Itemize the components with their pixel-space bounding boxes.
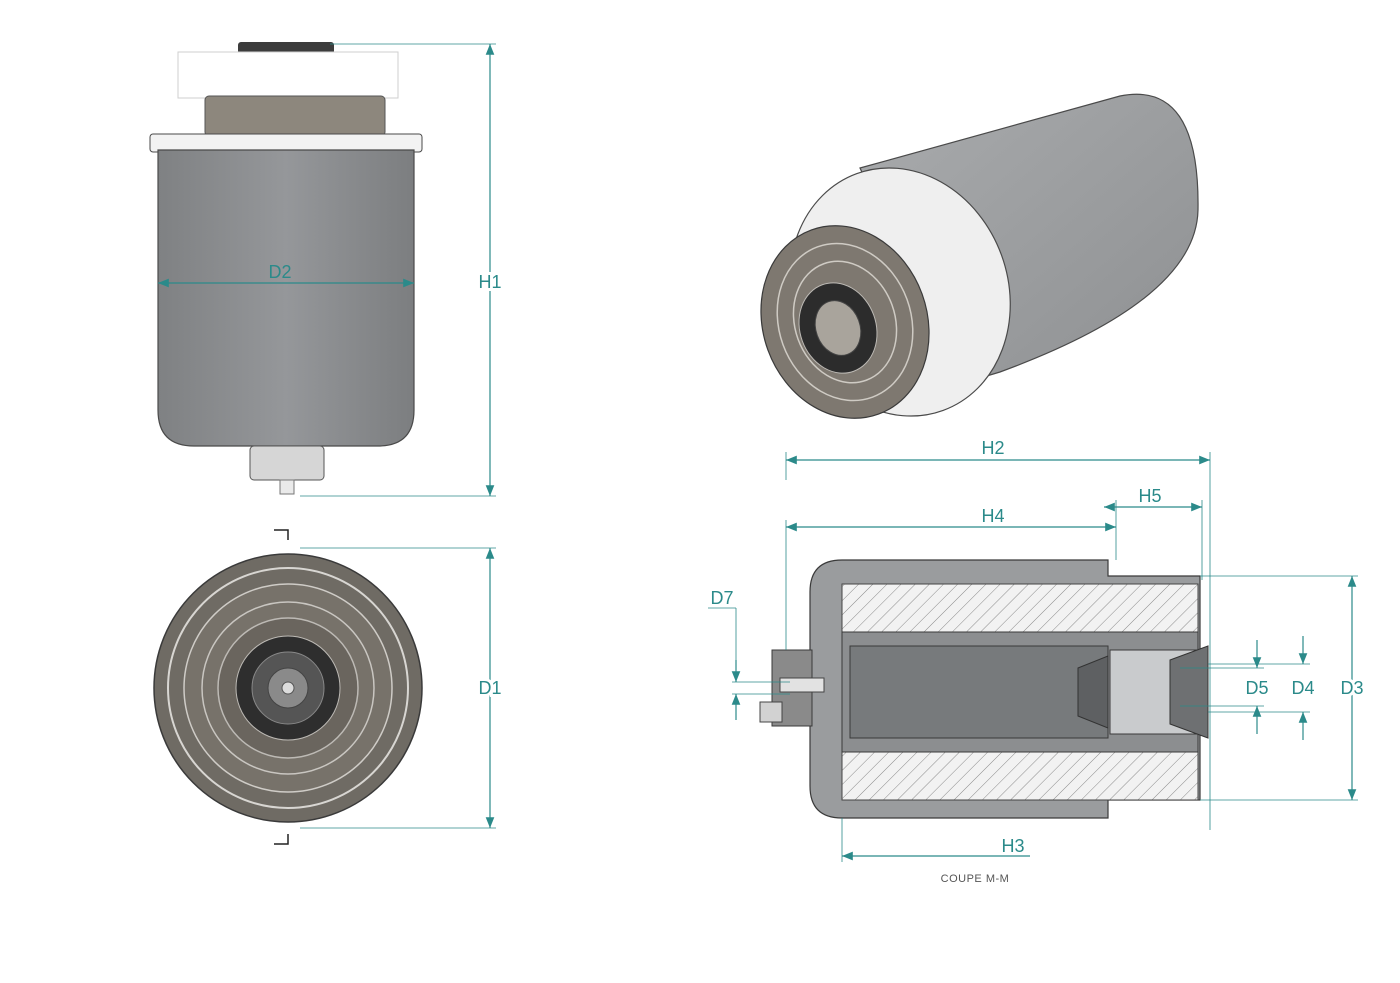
top-rim [149,133,423,153]
section-view [759,559,1209,819]
d3-dimension: D3 [1200,575,1367,801]
top-cap-housing [177,51,399,99]
end-view [153,529,423,845]
bottom-fitting [249,445,325,481]
d7-dimension: D7 [708,588,790,720]
d4-dimension: D4 [1208,636,1315,740]
inner-tube [849,645,1109,739]
d5-dimension: D5 [1180,640,1269,734]
h1-dimension: H1 [300,43,505,497]
h2-dimension: H2 [785,438,1211,830]
media-top [841,583,1199,633]
h2-label: H2 [981,438,1004,458]
d2-dimension: D2 [158,262,414,288]
d2-label: D2 [268,262,291,282]
h5-dimension: H5 [1104,486,1203,580]
top-cap-collar [204,95,386,137]
top-connector [238,42,334,54]
front-view [149,42,423,495]
isometric-view [760,93,1199,419]
section-mark-top [274,529,289,540]
d3-label: D3 [1340,678,1363,698]
center-pin [281,681,295,695]
media-bottom [841,751,1199,801]
h1-label: H1 [478,272,501,292]
section-mark-bottom [274,834,289,845]
h3-label: H3 [1001,836,1024,856]
d7-label: D7 [710,588,733,608]
h4-dimension: H4 [785,506,1117,650]
h4-label: H4 [981,506,1004,526]
filter-body [157,149,415,447]
d1-label: D1 [478,678,501,698]
h5-label: H5 [1138,486,1161,506]
d4-label: D4 [1291,678,1314,698]
d5-label: D5 [1245,678,1268,698]
drain-plug [279,479,295,495]
d1-dimension: D1 [300,547,505,829]
h3-dimension: H3 [841,818,1030,862]
section-caption: COUPE M-M [941,873,1010,885]
